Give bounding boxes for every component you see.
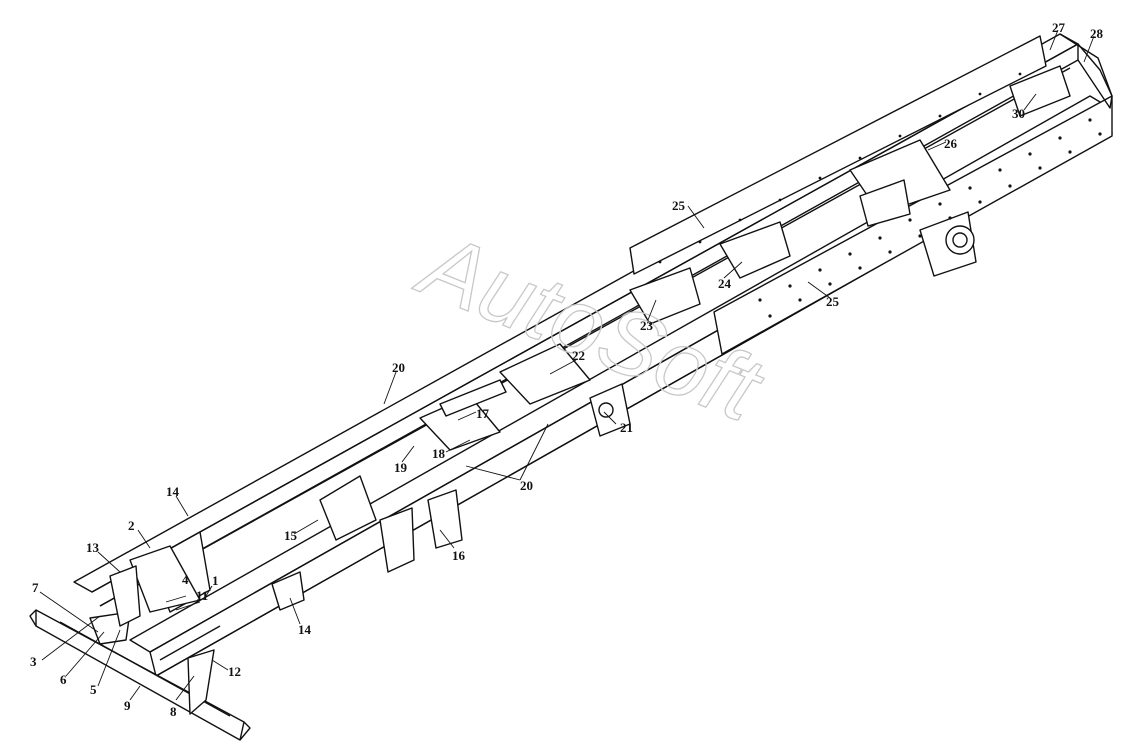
- callout-6: 6: [60, 672, 67, 687]
- callout-11: 11: [196, 588, 208, 603]
- callout-16: 16: [452, 548, 466, 563]
- callout-12: 12: [228, 664, 241, 679]
- rear-reinforcement-plate: [713, 95, 1113, 355]
- callout-9: 9: [124, 698, 131, 713]
- leader-lines: [39, 29, 1095, 701]
- callout-17: 17: [476, 406, 490, 421]
- callout-23: 23: [640, 318, 654, 333]
- callout-25a: 25: [672, 198, 686, 213]
- callout-26: 26: [944, 136, 958, 151]
- callout-21: 21: [620, 420, 633, 435]
- callout-4: 4: [182, 572, 189, 587]
- mid-bracket-hole: [598, 402, 614, 418]
- callout-22: 22: [572, 348, 585, 363]
- callout-13: 13: [86, 540, 100, 555]
- frame-linework: [29, 33, 1113, 741]
- bumper-bracket-right: [187, 649, 215, 715]
- callout-7: 7: [32, 580, 39, 595]
- callout-14b: 14: [298, 622, 312, 637]
- callout-28: 28: [1090, 26, 1104, 41]
- rear-air-spring: [945, 225, 975, 255]
- callout-1: 1: [212, 573, 219, 588]
- callout-19: 19: [394, 460, 408, 475]
- callout-2: 2: [128, 518, 135, 533]
- callout-20b: 20: [520, 478, 533, 493]
- callout-14a: 14: [166, 484, 180, 499]
- callout-8: 8: [170, 704, 177, 719]
- callout-labels: 1 2 3 4 5 6 7 8 9 11 12 13 14 14 15 16 1…: [30, 20, 1104, 719]
- callout-3: 3: [30, 654, 37, 669]
- callout-25b: 25: [826, 294, 840, 309]
- callout-30: 30: [1012, 106, 1025, 121]
- bolt-holes: [658, 72, 1102, 318]
- callout-24: 24: [718, 276, 732, 291]
- rear-reinforcement-plate-far: [629, 35, 1047, 275]
- callout-15: 15: [284, 528, 298, 543]
- callout-18: 18: [432, 446, 446, 461]
- callout-5: 5: [90, 682, 97, 697]
- callout-20a: 20: [392, 360, 405, 375]
- callout-27: 27: [1052, 20, 1066, 35]
